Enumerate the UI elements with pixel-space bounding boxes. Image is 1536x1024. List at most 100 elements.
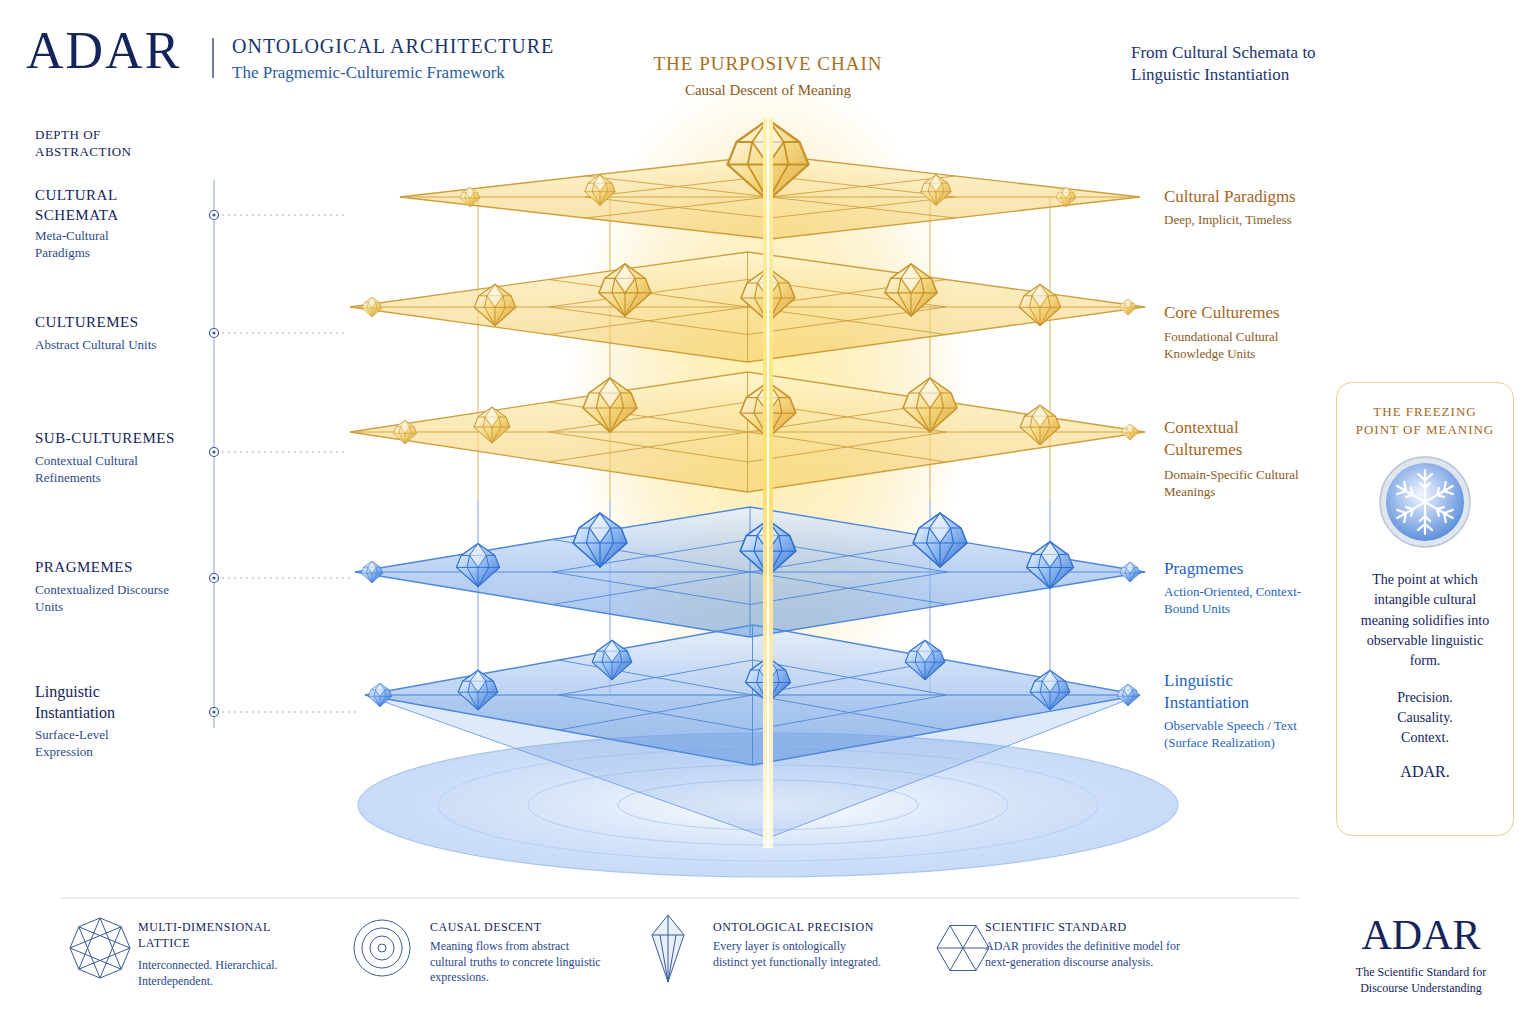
gold-crystal <box>1120 299 1136 315</box>
header-title: ONTOLOGICAL ARCHITECTURE <box>232 33 652 59</box>
gold-crystal <box>599 264 651 316</box>
pillar <box>478 197 479 500</box>
lattice-layers <box>350 155 1145 765</box>
layer-name: Contextual Culturemes <box>1164 417 1289 461</box>
blue-crystal <box>458 670 498 710</box>
leader-dots <box>222 711 360 712</box>
feature-text: Meaning flows from abstract cultural tru… <box>430 939 605 986</box>
layer-plane <box>350 252 1145 362</box>
axis-marker <box>210 708 219 717</box>
flake-arm <box>1422 496 1457 524</box>
emblem-rim <box>1380 457 1470 547</box>
gold-crystal <box>583 378 637 432</box>
flake-arm <box>1418 502 1432 534</box>
gold-crystal <box>921 175 952 206</box>
layer-plane <box>365 625 1140 765</box>
axis-dot <box>212 331 215 334</box>
lattice-icon <box>70 918 130 978</box>
leader-dots <box>222 332 345 333</box>
flake-arm <box>1394 480 1429 508</box>
feature-title: MULTI-DIMENSIONAL LATTICE <box>138 920 303 951</box>
gold-crystal <box>1056 187 1076 207</box>
level-note: Meta-Cultural Paradigms <box>35 228 155 262</box>
level-note: Abstract Cultural Units <box>35 337 160 354</box>
gold-crystal <box>460 187 480 207</box>
brand-mark: ADAR <box>1321 912 1521 958</box>
level-name: Linguistic Instantiation <box>35 682 160 724</box>
gold-crystal <box>1019 284 1060 325</box>
flake-arm <box>1418 470 1432 502</box>
layer-name: Cultural Paradigms <box>1164 186 1332 208</box>
layer-name: Linguistic Instantiation <box>1164 670 1289 714</box>
layer-note: Foundational Cultural Knowledge Units <box>1164 329 1314 363</box>
icon-outline <box>70 918 130 978</box>
gold-crystal <box>474 407 510 443</box>
layer-note: Action-Oriented, Context-Bound Units <box>1164 584 1319 618</box>
icon-spoke <box>950 926 976 971</box>
feature-title: SCIENTIFIC STANDARD <box>985 920 1185 936</box>
level-note: Contextual Cultural Refinements <box>35 453 170 487</box>
axis-dot <box>212 450 215 453</box>
layer-note: Domain-Specific Cultural Meanings <box>1164 467 1309 501</box>
header-note: From Cultural Schemata to Linguistic Ins… <box>1131 42 1346 86</box>
level-note: Contextualized Discourse Units <box>35 582 180 616</box>
beam-core <box>767 118 769 848</box>
title-separator <box>212 38 213 78</box>
blue-crystal <box>368 683 391 706</box>
level-note: Surface-Level Expression <box>35 727 155 761</box>
footer-separator <box>60 898 1300 899</box>
feature-text: Every layer is ontologically distinct ye… <box>713 939 883 970</box>
pillar <box>1050 197 1051 500</box>
axis-marker <box>210 329 219 338</box>
axis-marker <box>210 574 219 583</box>
gold-crystal <box>474 284 515 325</box>
layer-note: Deep, Implicit, Timeless <box>1164 212 1332 229</box>
icon-hex <box>937 926 989 971</box>
level-name: CULTUREMES <box>35 313 200 333</box>
icon-facet <box>668 915 669 982</box>
callout-panel: THE FREEZING POINT OF MEANINGThe point a… <box>1336 382 1514 836</box>
axis-title: DEPTH OF ABSTRACTION <box>35 127 160 161</box>
icon-gem <box>652 915 684 982</box>
pillar <box>478 500 479 695</box>
feature-text: ADAR provides the definitive model for n… <box>985 939 1180 970</box>
precision-icon <box>652 915 684 982</box>
icon-star <box>70 918 130 978</box>
blue-crystal <box>905 640 945 680</box>
blue-crystal <box>1120 562 1140 582</box>
crystals <box>361 120 1140 710</box>
depth-axis <box>210 180 361 728</box>
gold-crystal <box>362 297 382 317</box>
blue-crystal <box>456 543 499 586</box>
blue-crystal <box>592 640 632 680</box>
blue-crystal <box>573 513 627 567</box>
layer-name: Core Culturemes <box>1164 302 1329 324</box>
leader-dots <box>222 214 345 215</box>
snowflake-emblem <box>1377 454 1473 550</box>
icon-ring <box>370 936 394 960</box>
standard-icon <box>937 926 989 971</box>
snowflake <box>1394 470 1456 534</box>
level-name: SUB-CULTUREMES <box>35 429 205 449</box>
brand-title: ADAR <box>26 22 211 79</box>
feature-title: ONTOLOGICAL PRECISION <box>713 920 913 936</box>
icon-ring <box>378 944 386 952</box>
level-name: CULTURAL SCHEMATA <box>35 186 175 225</box>
leader-dots <box>222 577 350 578</box>
icon-ring <box>362 928 402 968</box>
panel-motto: Precision. Causality. Context. <box>1379 688 1471 749</box>
feature-title: CAUSAL DESCENT <box>430 920 620 936</box>
axis-marker <box>210 448 219 457</box>
axis-marker <box>210 211 219 220</box>
blue-crystal <box>1030 670 1070 710</box>
descent-icon <box>354 920 410 976</box>
brand-tagline: The Scientific Standard for Discourse Un… <box>1339 965 1504 996</box>
axis-dot <box>212 576 215 579</box>
panel-heading: THE FREEZING POINT OF MEANING <box>1350 403 1500 438</box>
gold-crystal <box>903 378 957 432</box>
layer-note: Observable Speech / Text (Surface Realiz… <box>1164 718 1326 752</box>
blue-crystal <box>361 561 383 583</box>
layer-plane <box>350 372 1145 492</box>
